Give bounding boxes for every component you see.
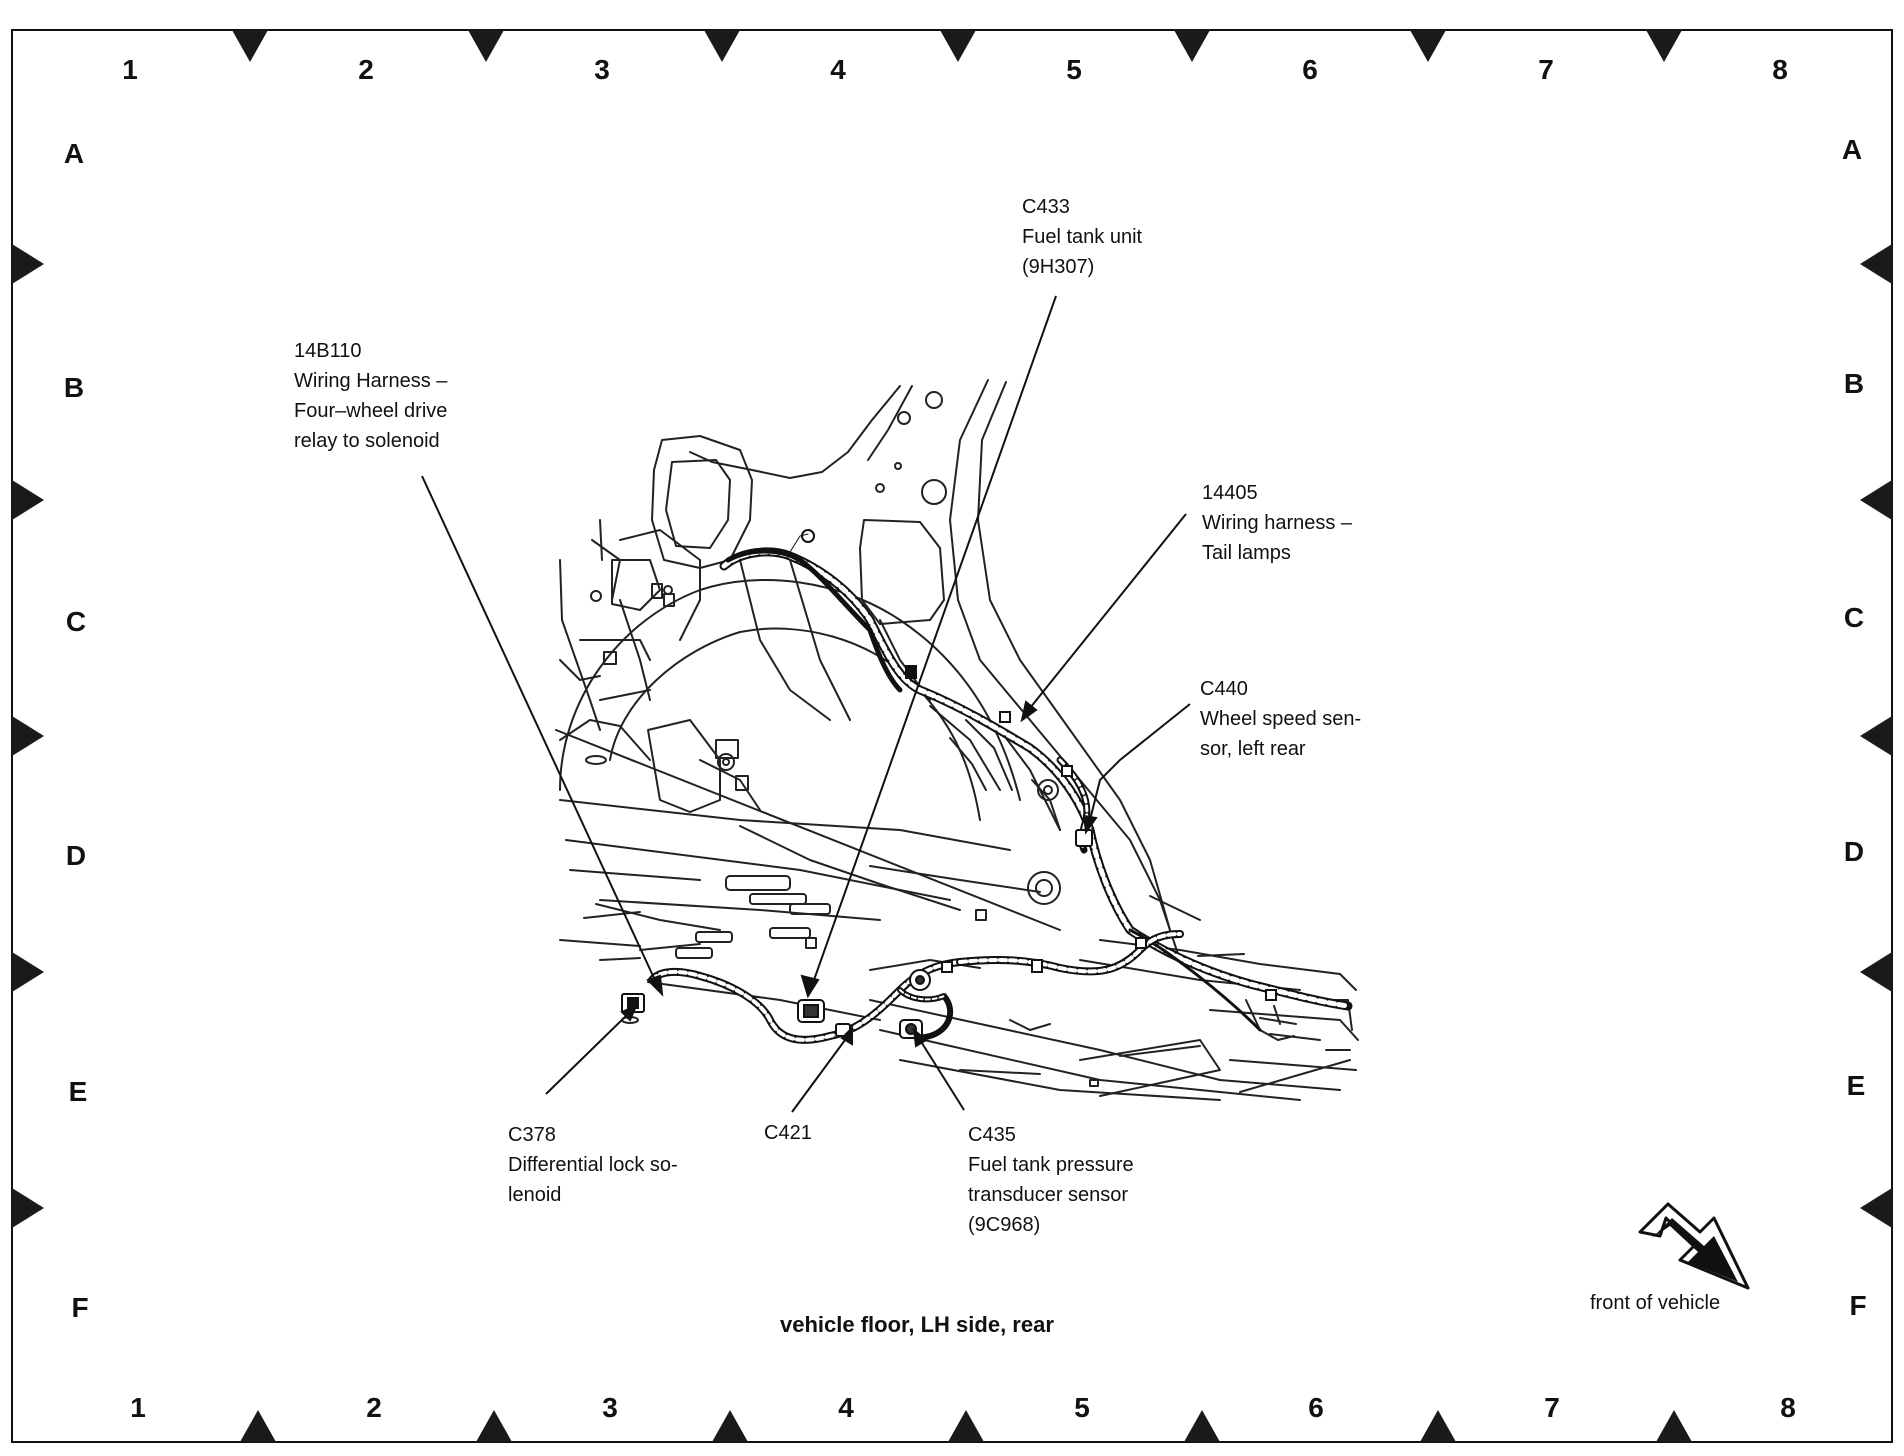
grid-col-8: 8 <box>1780 1392 1796 1423</box>
callout-c435-line2: transducer sensor <box>968 1184 1129 1206</box>
diagram-caption: vehicle floor, LH side, rear <box>780 1312 1054 1337</box>
grid-col-1: 1 <box>122 54 138 85</box>
grid-row-a: A <box>1841 134 1863 165</box>
grid-col-3: 3 <box>594 54 610 85</box>
connector-c440 <box>1075 829 1093 847</box>
grid-col-2: 2 <box>358 54 374 85</box>
connector-c433 <box>909 969 931 991</box>
grid-row-e: E <box>1846 1070 1866 1101</box>
callout-c378: C378 Differential lock so- lenoid <box>508 1120 678 1210</box>
callout-14405-line1: Wiring harness – <box>1202 512 1353 534</box>
grid-col-7: 7 <box>1544 1392 1560 1423</box>
callout-14b110-line2: Four–wheel drive <box>294 400 448 422</box>
grid-row-c: C <box>65 606 87 637</box>
grid-col-5: 5 <box>1066 54 1082 85</box>
harness-tail-lamps <box>719 547 1353 1032</box>
harness-clips <box>905 665 1277 1001</box>
grid-col-1: 1 <box>130 1392 146 1423</box>
grid-col-8: 8 <box>1772 54 1788 85</box>
callout-c378-line2: lenoid <box>508 1184 562 1206</box>
grid-col-7: 7 <box>1538 54 1554 85</box>
callout-c433-id: C433 <box>1022 196 1070 218</box>
grid-row-b: B <box>63 372 85 403</box>
callout-c440-id: C440 <box>1200 678 1248 700</box>
callout-c378-line1: Differential lock so- <box>508 1154 678 1176</box>
callout-14405: 14405 Wiring harness – Tail lamps <box>1202 478 1352 568</box>
callout-c433-line2: (9H307) <box>1022 256 1095 278</box>
top-zone-markers <box>232 30 1682 62</box>
grid-row-f: F <box>71 1292 89 1323</box>
callout-c378-id: C378 <box>508 1124 556 1146</box>
grid-col-4: 4 <box>838 1392 854 1423</box>
grid-row-a: A <box>63 138 85 169</box>
grid-row-d: D <box>1843 836 1865 867</box>
right-zone-markers <box>1860 244 1892 1228</box>
grid-row-e: E <box>68 1076 88 1107</box>
grid-col-5: 5 <box>1074 1392 1090 1423</box>
callout-14b110: 14B110 Wiring Harness – Four–wheel drive… <box>294 336 447 456</box>
callout-c440-line2: sor, left rear <box>1200 738 1306 760</box>
callout-c440: C440 Wheel speed sen- sor, left rear <box>1200 674 1361 764</box>
grid-col-3: 3 <box>602 1392 618 1423</box>
grid-col-6: 6 <box>1308 1392 1324 1423</box>
callout-c435: C435 Fuel tank pressure transducer senso… <box>968 1120 1134 1240</box>
harness-fuel-unit <box>725 529 903 693</box>
callout-14405-id: 14405 <box>1202 482 1258 504</box>
grid-row-d: D <box>65 840 87 871</box>
grid-row-c: C <box>1843 602 1865 633</box>
front-of-vehicle-label: front of vehicle <box>1590 1292 1721 1314</box>
callout-14405-line2: Tail lamps <box>1202 542 1291 564</box>
connector-c421 <box>797 999 851 1037</box>
callout-14b110-id: 14B110 <box>294 340 362 362</box>
grid-col-6: 6 <box>1302 54 1318 85</box>
callout-c421-id: C421 <box>764 1122 812 1144</box>
callout-c435-id: C435 <box>968 1124 1016 1146</box>
leader-lines <box>421 295 1191 1113</box>
front-of-vehicle-arrow-icon <box>1638 1202 1750 1290</box>
callout-14b110-line1: Wiring Harness – <box>294 370 448 392</box>
callout-c435-line1: Fuel tank pressure <box>968 1154 1134 1176</box>
grid-row-f: F <box>1849 1290 1867 1321</box>
callout-c433-line1: Fuel tank unit <box>1022 226 1143 248</box>
left-zone-markers <box>12 244 44 1228</box>
grid-col-2: 2 <box>366 1392 382 1423</box>
callout-c435-line3: (9C968) <box>968 1214 1041 1236</box>
callout-c440-line1: Wheel speed sen- <box>1200 708 1362 730</box>
callout-14b110-line3: relay to solenoid <box>294 430 440 452</box>
grid-row-b: B <box>1843 368 1865 399</box>
bottom-zone-markers <box>240 1410 1692 1442</box>
callout-c433: C433 Fuel tank unit (9H307) <box>1022 192 1142 282</box>
grid-col-4: 4 <box>830 54 846 85</box>
harness-4wd-relay <box>648 930 1184 1044</box>
callout-c421: C421 <box>764 1118 812 1148</box>
